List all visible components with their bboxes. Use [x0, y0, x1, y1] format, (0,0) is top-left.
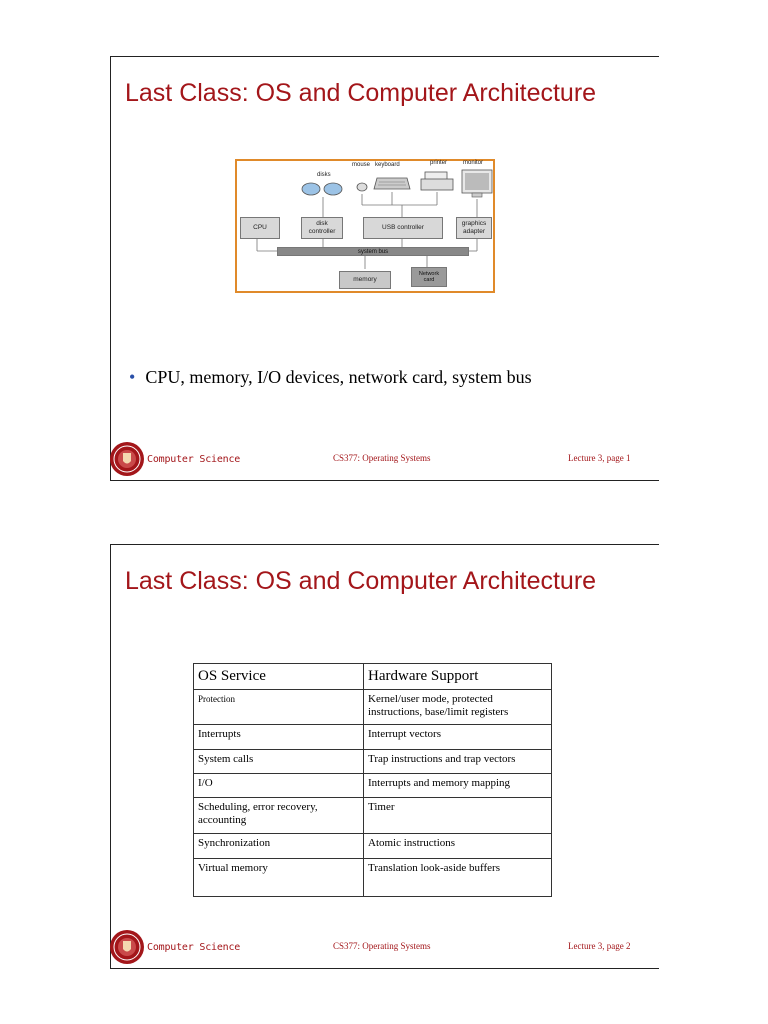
memory-box: memory: [339, 271, 391, 289]
bullet-point: • CPU, memory, I/O devices, network card,…: [129, 367, 532, 388]
table-cell-service: Protection: [193, 689, 364, 725]
table-row: Scheduling, error recovery, accounting T…: [193, 797, 552, 834]
table-cell-service: Scheduling, error recovery, accounting: [193, 797, 364, 834]
table-row: Interrupts Interrupt vectors: [193, 724, 552, 750]
table-cell-support: Kernel/user mode, protected instructions…: [363, 689, 552, 725]
footer-department: Computer Science: [147, 454, 241, 465]
slide-footer: Computer Science CS377: Operating System…: [109, 441, 659, 481]
table-cell-support: Interrupt vectors: [363, 724, 552, 750]
connector-lines: [237, 161, 493, 296]
os-service-table: OS Service Hardware Support Protection K…: [193, 663, 552, 897]
bullet-text: CPU, memory, I/O devices, network card, …: [145, 367, 532, 387]
bullet-icon: •: [129, 367, 136, 387]
system-bus: system bus: [277, 247, 469, 256]
table-cell-support: Timer: [363, 797, 552, 834]
disk-controller-box: disk controller: [301, 217, 343, 239]
slide-footer: Computer Science CS377: Operating System…: [109, 929, 659, 969]
footer-department: Computer Science: [147, 942, 241, 953]
table-row: Virtual memory Translation look-aside bu…: [193, 858, 552, 897]
cpu-box: CPU: [240, 217, 280, 239]
table-row: Protection Kernel/user mode, protected i…: [193, 689, 552, 725]
slide-1: Last Class: OS and Computer Architecture…: [110, 56, 659, 481]
slide-title: Last Class: OS and Computer Architecture: [125, 567, 597, 595]
table-row: Synchronization Atomic instructions: [193, 833, 552, 859]
table-cell-service: Virtual memory: [193, 858, 364, 897]
footer-course: CS377: Operating Systems: [333, 941, 431, 951]
printer-icon: [419, 170, 455, 197]
table-cell-support: Interrupts and memory mapping: [363, 773, 552, 798]
slide-2: Last Class: OS and Computer Architecture…: [110, 544, 659, 969]
computer-architecture-diagram: disks mouse keyboard printer monitor: [235, 159, 495, 293]
footer-page: Lecture 3, page 2: [568, 941, 631, 951]
printer-label: printer: [430, 160, 448, 166]
keyboard-icon: [371, 175, 413, 196]
disks-label: disks: [317, 172, 331, 178]
table-cell-support: Atomic instructions: [363, 833, 552, 859]
network-card-box: Network card: [411, 267, 447, 287]
slide-border-bottom: [111, 968, 659, 969]
table-cell-support: Translation look-aside buffers: [363, 858, 552, 897]
university-seal-icon: [109, 441, 145, 477]
slide-title: Last Class: OS and Computer Architecture: [125, 79, 597, 107]
footer-page: Lecture 3, page 1: [568, 453, 631, 463]
table-header-hardware-support: Hardware Support: [363, 663, 552, 690]
mouse-icon: [355, 179, 369, 198]
usb-controller-box: USB controller: [363, 217, 443, 239]
footer-course: CS377: Operating Systems: [333, 453, 431, 463]
table-header-os-service: OS Service: [193, 663, 364, 690]
table-cell-service: Synchronization: [193, 833, 364, 859]
table-cell-service: Interrupts: [193, 724, 364, 750]
keyboard-label: keyboard: [375, 162, 400, 168]
table-header-row: OS Service Hardware Support: [193, 663, 552, 690]
university-seal-icon: [109, 929, 145, 965]
monitor-label: monitor: [463, 160, 484, 166]
table-row: I/O Interrupts and memory mapping: [193, 773, 552, 798]
graphics-adapter-box: graphics adapter: [456, 217, 492, 239]
monitor-icon: [461, 169, 493, 204]
table-cell-service: I/O: [193, 773, 364, 798]
slide-border-bottom: [111, 480, 659, 481]
disks-icon: [301, 181, 345, 202]
table-cell-support: Trap instructions and trap vectors: [363, 749, 552, 774]
table-row: System calls Trap instructions and trap …: [193, 749, 552, 774]
table-cell-service: System calls: [193, 749, 364, 774]
mouse-label: mouse: [352, 162, 371, 168]
